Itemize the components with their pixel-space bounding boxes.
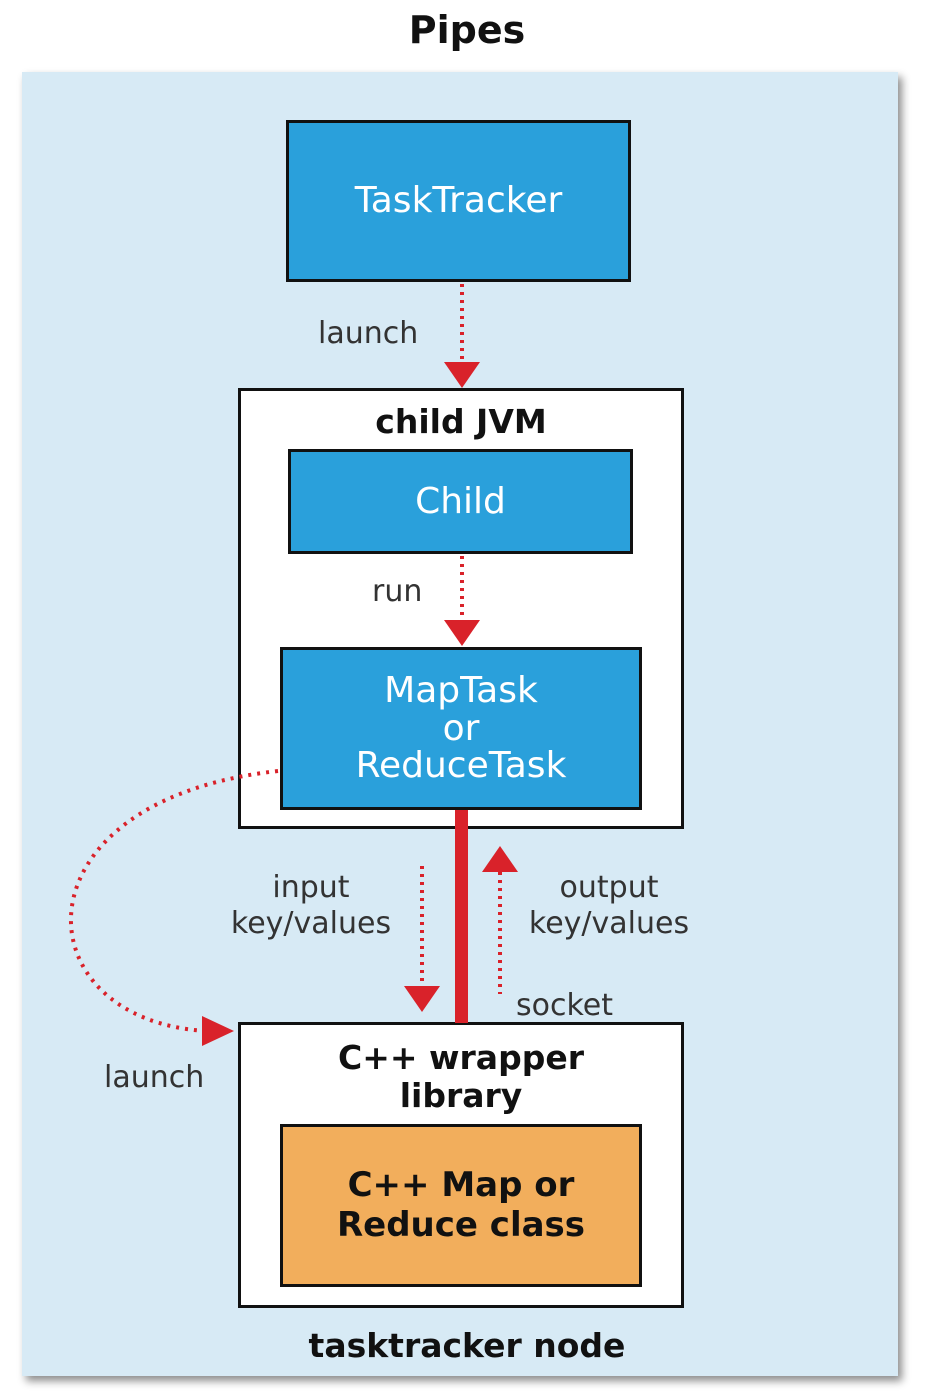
diagram-title: Pipes [408, 8, 526, 52]
cpp-class-label: C++ Map or Reduce class [336, 1165, 586, 1245]
launch-label-left: launch [104, 1060, 205, 1095]
child-label: Child [415, 480, 506, 522]
tasktracker-node-label: tasktracker node [308, 1326, 626, 1365]
cpp-class-box: C++ Map or Reduce class [280, 1124, 642, 1287]
task-box: MapTask or ReduceTask [280, 647, 642, 810]
child-box: Child [288, 449, 633, 554]
child-jvm-title: child JVM [375, 402, 547, 441]
output-arrow-head [482, 846, 518, 872]
tasktracker-box: TaskTracker [286, 120, 631, 282]
launch-curve-head [202, 1016, 234, 1046]
launch-label-top: launch [318, 316, 419, 351]
launch-arrow-head [444, 362, 480, 388]
input-arrow-head [404, 986, 440, 1012]
cpp-wrapper-title: C++ wrapper library [338, 1038, 584, 1115]
tasktracker-label: TaskTracker [354, 180, 563, 222]
task-label: MapTask or ReduceTask [355, 669, 567, 787]
launch-curve-line [69, 769, 279, 1033]
run-label: run [372, 574, 423, 609]
output-key-values-label: output key/values [528, 870, 690, 941]
input-key-values-label: input key/values [230, 870, 392, 941]
run-arrow-head [444, 620, 480, 646]
socket-label: socket [516, 988, 614, 1023]
socket-connector [455, 810, 468, 1023]
